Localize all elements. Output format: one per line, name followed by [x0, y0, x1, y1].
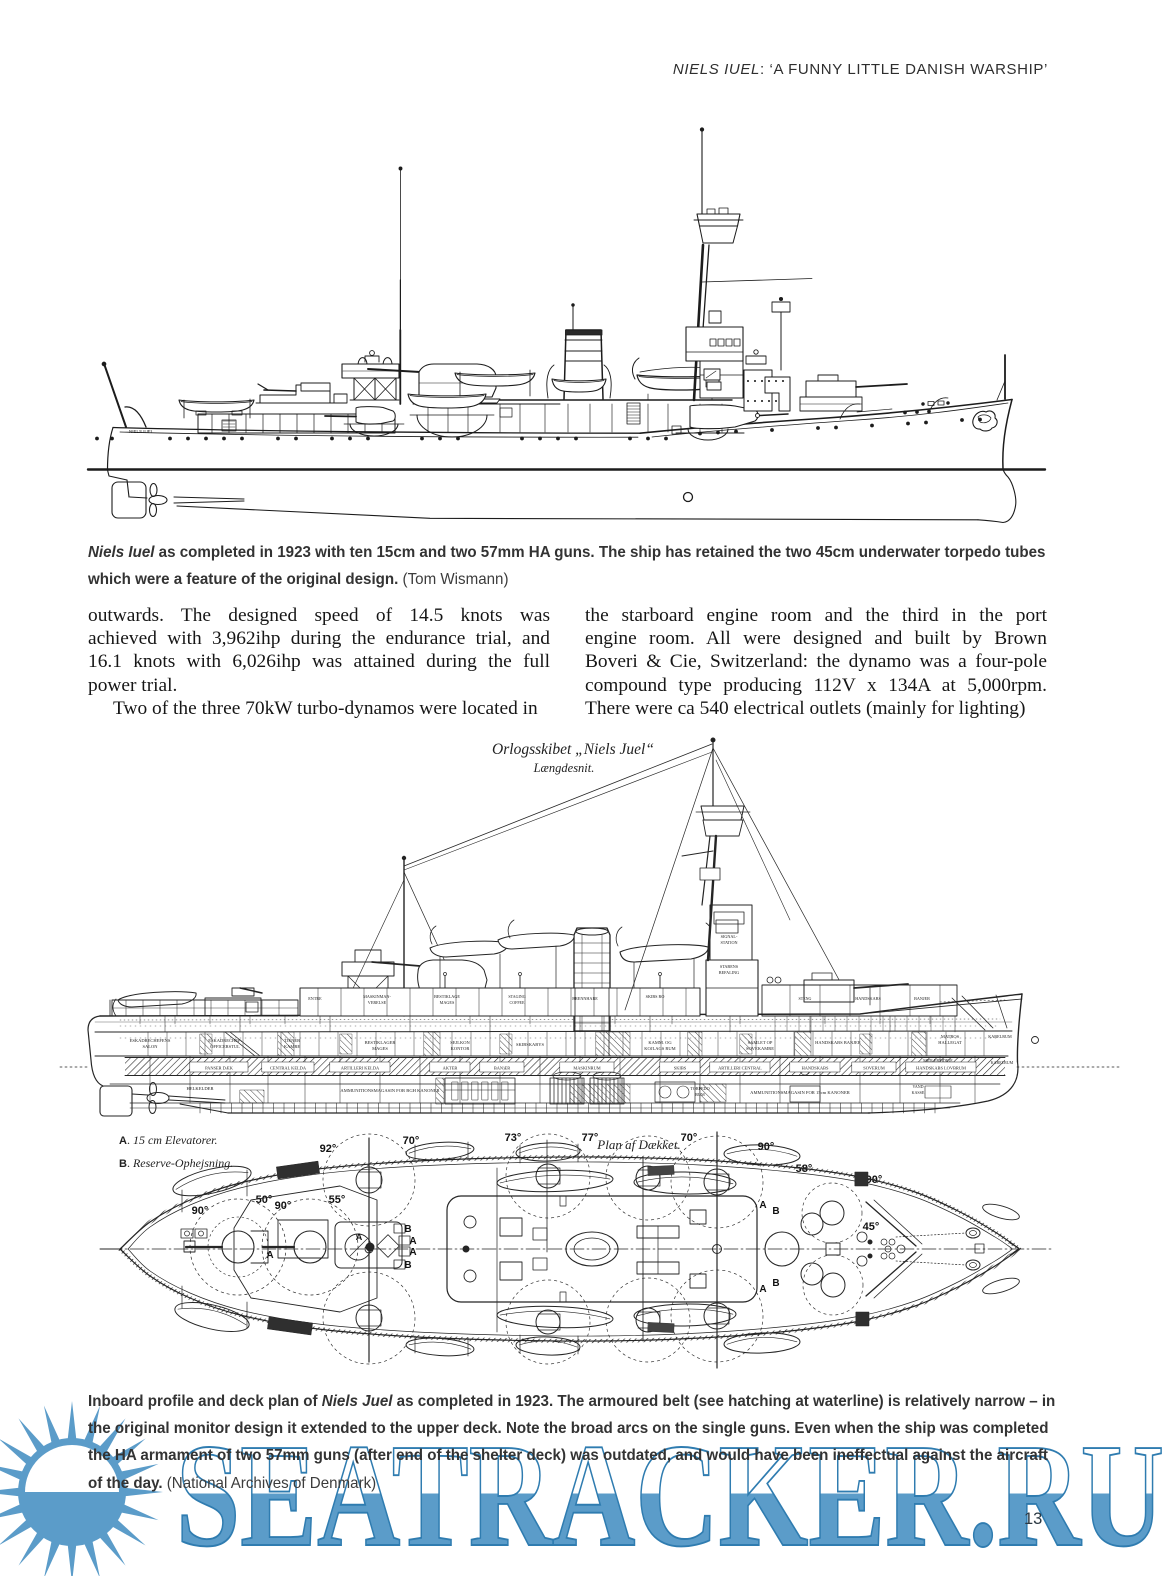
- svg-text:90°: 90°: [192, 1205, 209, 1217]
- svg-text:STAGING: STAGING: [508, 994, 525, 999]
- svg-text:KABELRUM: KABELRUM: [991, 1060, 1014, 1065]
- svg-text:PANSER DÆK: PANSER DÆK: [205, 1066, 234, 1071]
- svg-text:ARTILLERI KELDA: ARTILLERI KELDA: [341, 1066, 380, 1071]
- svg-text:90°: 90°: [275, 1200, 292, 1212]
- svg-text:VAND: VAND: [912, 1084, 923, 1089]
- svg-text:HANDSKABS LOVBRUM: HANDSKABS LOVBRUM: [916, 1066, 966, 1071]
- svg-text:90°: 90°: [758, 1141, 775, 1153]
- svg-text:B: B: [772, 1278, 779, 1289]
- svg-text:A: A: [356, 1232, 363, 1242]
- svg-text:SIGNAL-: SIGNAL-: [721, 934, 738, 939]
- svg-text:MASKINRUM: MASKINRUM: [573, 1066, 600, 1071]
- svg-text:SEJLKON: SEJLKON: [450, 1040, 470, 1045]
- svg-text:A. 15 cm Elevatorer.: A. 15 cm Elevatorer.: [119, 1133, 218, 1147]
- svg-text:SEATRACKER.RU: SEATRACKER.RU: [176, 1414, 1163, 1576]
- svg-text:77°: 77°: [582, 1132, 599, 1144]
- svg-text:AMMUNITIONSMAGASIN FOR BGH KAN: AMMUNITIONSMAGASIN FOR BGH KANONER: [340, 1088, 440, 1093]
- svg-text:KAMM. OG: KAMM. OG: [648, 1040, 672, 1045]
- svg-text:KOJLAGS RUM: KOJLAGS RUM: [644, 1046, 675, 1051]
- svg-text:STATION: STATION: [720, 940, 737, 945]
- svg-text:MASKINMAN-: MASKINMAN-: [363, 994, 391, 999]
- svg-text:MATROS: MATROS: [941, 1034, 960, 1039]
- svg-text:BESTIKLAGER: BESTIKLAGER: [365, 1040, 396, 1045]
- svg-text:VERELSE: VERELSE: [368, 1000, 387, 1005]
- svg-text:OFFICERSTUL: OFFICERSTUL: [210, 1044, 240, 1049]
- svg-text:BEFALING: BEFALING: [719, 970, 739, 975]
- svg-text:SOVERUM: SOVERUM: [863, 1066, 885, 1071]
- svg-text:HANDSKABS: HANDSKABS: [855, 996, 881, 1001]
- svg-text:A: A: [759, 1284, 766, 1295]
- svg-text:SAMLET OP: SAMLET OP: [748, 1040, 773, 1045]
- svg-text:AKTER: AKTER: [443, 1066, 458, 1071]
- svg-text:HELKELDER: HELKELDER: [186, 1086, 214, 1091]
- svg-text:50°: 50°: [256, 1194, 273, 1206]
- svg-text:92°: 92°: [320, 1143, 337, 1155]
- svg-text:ENTRE: ENTRE: [308, 996, 322, 1001]
- svg-text:KASSE: KASSE: [912, 1090, 925, 1095]
- svg-text:A: A: [759, 1200, 766, 1211]
- svg-text:ESKADRECHEF:: ESKADRECHEF:: [208, 1038, 242, 1043]
- svg-text:70°: 70°: [403, 1135, 420, 1147]
- svg-text:SKIBSKABYS: SKIBSKABYS: [516, 1042, 545, 1047]
- svg-text:B: B: [404, 1260, 411, 1271]
- svg-text:HANDSKABS BANJER: HANDSKABS BANJER: [815, 1040, 861, 1045]
- svg-text:70°: 70°: [681, 1132, 698, 1144]
- svg-text:AMMUNITIONSMAGASIN FOR 15cm KA: AMMUNITIONSMAGASIN FOR 15cm KANONER: [750, 1090, 851, 1095]
- svg-text:MAGES: MAGES: [440, 1000, 455, 1005]
- svg-text:BRENNHABE: BRENNHABE: [572, 996, 598, 1001]
- svg-text:A: A: [409, 1247, 416, 1258]
- svg-text:MIDLERTIDIGE: MIDLERTIDIGE: [923, 1058, 953, 1063]
- svg-text:SKIBS RO: SKIBS RO: [646, 994, 665, 999]
- svg-text:45°: 45°: [863, 1221, 880, 1233]
- svg-text:Længdesnit.: Længdesnit.: [533, 761, 595, 775]
- svg-text:B: B: [772, 1206, 779, 1217]
- svg-text:BESTIKLAGE: BESTIKLAGE: [434, 994, 460, 999]
- svg-text:BANJER: BANJER: [914, 996, 930, 1001]
- svg-text:KABELRUM: KABELRUM: [988, 1034, 1012, 1039]
- svg-text:HANDSKABS: HANDSKABS: [802, 1066, 829, 1071]
- svg-text:ARTILLERI CENTRAL: ARTILLERI CENTRAL: [718, 1066, 762, 1071]
- svg-text:MAGES: MAGES: [372, 1046, 388, 1051]
- svg-text:A: A: [409, 1236, 416, 1247]
- svg-text:SALON: SALON: [142, 1044, 158, 1049]
- svg-text:Orlogsskibet „Niels Juel“: Orlogsskibet „Niels Juel“: [492, 741, 654, 758]
- svg-text:STENG: STENG: [799, 996, 812, 1001]
- svg-text:STABENS: STABENS: [720, 964, 739, 969]
- svg-text:SOVEKAMRE: SOVEKAMRE: [746, 1046, 774, 1051]
- svg-text:B: B: [404, 1224, 411, 1235]
- svg-text:NIELS IUEL: NIELS IUEL: [129, 429, 154, 434]
- svg-text:TJENER: TJENER: [284, 1038, 300, 1043]
- svg-text:HALLEGAT: HALLEGAT: [938, 1040, 962, 1045]
- svg-text:55°: 55°: [329, 1194, 346, 1206]
- svg-text:CENTRAL KELDA: CENTRAL KELDA: [270, 1066, 307, 1071]
- svg-text:KONTOR: KONTOR: [451, 1046, 470, 1051]
- svg-text:73°: 73°: [505, 1132, 522, 1144]
- svg-text:BAN)ER: BAN)ER: [494, 1066, 510, 1071]
- svg-text:B. Reserve-Ophejsning.: B. Reserve-Ophejsning.: [119, 1156, 233, 1170]
- svg-text:SKIBS: SKIBS: [674, 1066, 687, 1071]
- svg-text:COFFEE: COFFEE: [510, 1000, 525, 1005]
- svg-text:ESKADRECHEFENS: ESKADRECHEFENS: [130, 1038, 171, 1043]
- svg-text:A: A: [266, 1250, 273, 1261]
- svg-text:Plan af Dækket.: Plan af Dækket.: [596, 1137, 680, 1152]
- svg-text:KAMRE: KAMRE: [284, 1044, 301, 1049]
